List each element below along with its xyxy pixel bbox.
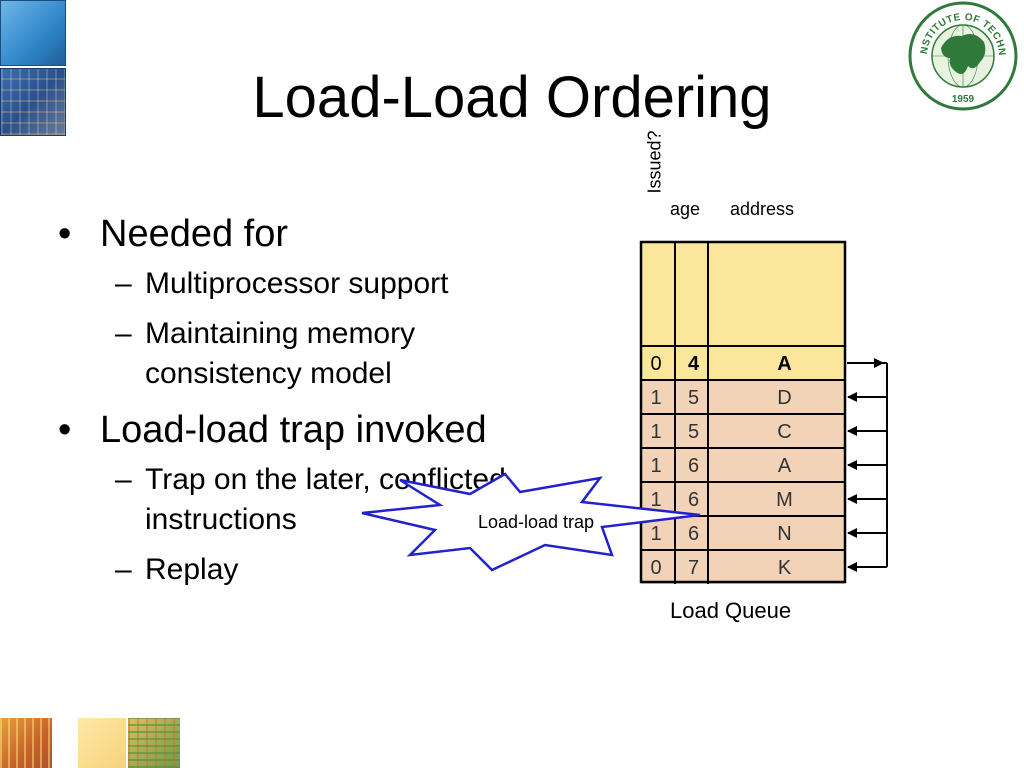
bullet-needed-for: • Needed for	[58, 210, 578, 258]
chip-image-bottom-2	[78, 718, 126, 768]
queue-cell-issued: 0	[650, 353, 661, 375]
col-header-issued: Issued?	[644, 130, 665, 194]
seal-year: 1959	[952, 94, 975, 105]
sub-bullet-marker: –	[115, 553, 132, 586]
queue-cell-age: 6	[688, 455, 699, 477]
queue-cell-address: A	[777, 353, 791, 375]
queue-cell-age: 7	[688, 557, 699, 579]
bullet-marker: •	[58, 213, 72, 255]
col-header-issued-wrap: Issued?	[642, 130, 668, 230]
chip-die-image-left	[0, 68, 66, 136]
col-header-address: address	[730, 199, 795, 219]
queue-cell-age: 6	[688, 489, 699, 511]
queue-empty-region	[641, 242, 845, 346]
queue-cell-address: D	[777, 387, 791, 409]
queue-cell-issued: 1	[650, 387, 661, 409]
trap-label: Load-load trap	[478, 512, 594, 532]
load-queue-caption: Load Queue	[670, 598, 792, 623]
queue-cell-age: 5	[688, 421, 699, 443]
sub-bullet-replay: – Replay	[58, 550, 578, 590]
bullet-marker: •	[58, 409, 72, 451]
queue-cell-age: 5	[688, 387, 699, 409]
sub-bullet-marker: –	[115, 267, 132, 300]
queue-cell-address: C	[777, 421, 791, 443]
col-header-age: age	[670, 199, 701, 219]
queue-cell-age: 4	[688, 353, 700, 375]
queue-cell-issued: 1	[650, 489, 661, 511]
queue-cell-age: 6	[688, 523, 699, 545]
chip-image-bottom-1	[0, 718, 52, 768]
sub-bullet-multiprocessor: – Multiprocessor support	[58, 264, 578, 304]
queue-row-bg	[641, 414, 845, 448]
chip-image-bottom-3	[128, 718, 180, 768]
bullet-list: • Needed for – Multiprocessor support – …	[58, 210, 578, 590]
queue-cell-address: M	[776, 489, 793, 511]
queue-row-bg	[641, 346, 845, 380]
queue-cell-address: A	[778, 455, 792, 477]
queue-cell-issued: 0	[650, 557, 661, 579]
load-load-trap-callout: Load-load trap	[361, 472, 701, 572]
sub-bullet-marker: –	[115, 317, 132, 350]
chip-image-top-left	[0, 0, 66, 66]
ait-seal-logo: ASIAN INSTITUTE OF TECHNOLOGY 1959	[908, 0, 1018, 111]
queue-row-bg	[641, 380, 845, 414]
queue-cell-issued: 1	[650, 455, 661, 477]
sub-bullet-consistency: – Maintaining memory consistency model	[58, 314, 545, 394]
queue-cell-issued: 1	[650, 421, 661, 443]
queue-cell-issued: 1	[650, 523, 661, 545]
queue-cell-address: K	[778, 557, 792, 579]
queue-cell-address: N	[777, 523, 791, 545]
sub-bullet-marker: –	[115, 463, 132, 496]
slide-title: Load-Load Ordering	[252, 65, 772, 130]
queue-outline	[639, 240, 847, 584]
trap-starburst-shape	[361, 472, 701, 572]
bullet-trap-invoked: • Load-load trap invoked	[58, 406, 578, 454]
